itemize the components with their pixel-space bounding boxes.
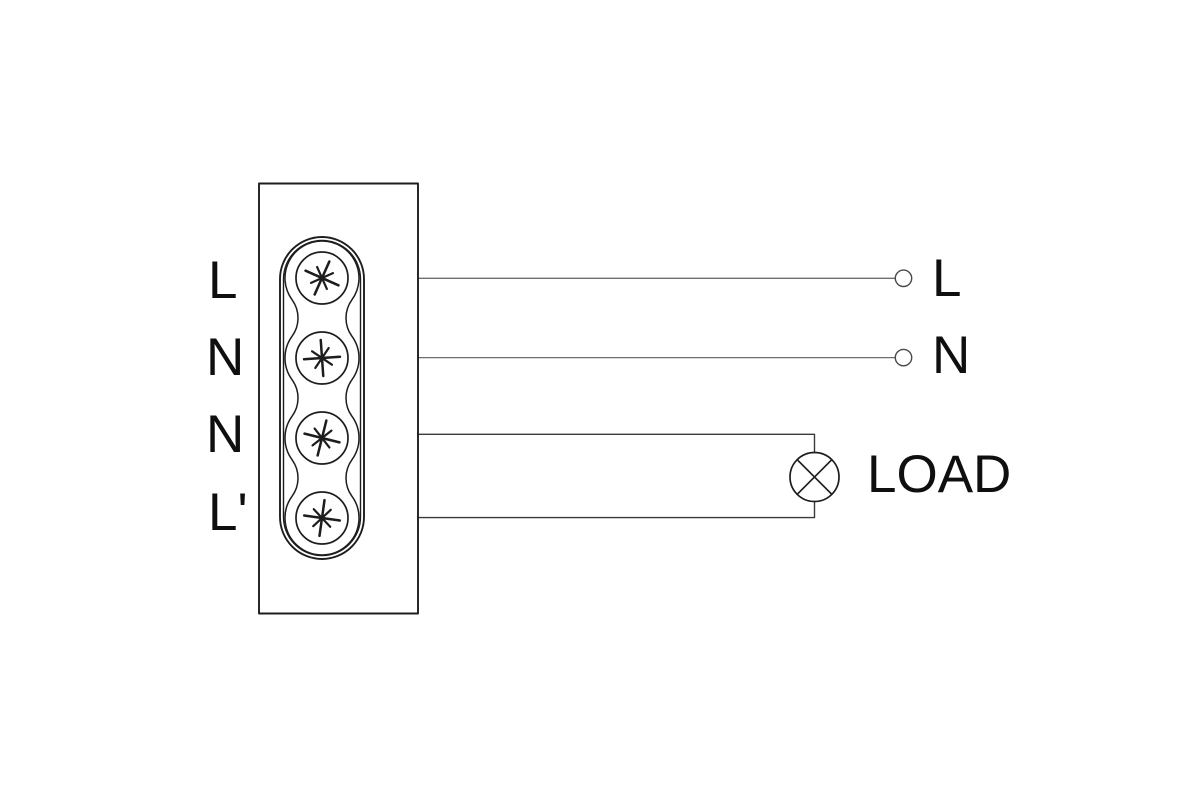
terminal-label-n-supply: N xyxy=(206,328,245,387)
terminal-node-line xyxy=(894,269,913,288)
supply-neutral-label: N xyxy=(932,326,971,385)
screw-terminal-icon xyxy=(295,331,349,385)
wire-load-bottom xyxy=(417,500,816,519)
terminal-block-body xyxy=(258,182,419,615)
wire-load-top xyxy=(417,433,816,454)
load-label: LOAD xyxy=(867,445,1012,504)
screw-terminal-icon xyxy=(295,411,349,465)
terminal-slot-scallop xyxy=(284,240,360,556)
terminal-node-neutral xyxy=(894,348,913,367)
terminal-label-n-load: N xyxy=(206,405,245,464)
supply-line-label: L xyxy=(932,249,962,308)
lamp-icon xyxy=(789,451,840,503)
terminal-label-l-switched: L' xyxy=(208,483,248,542)
screw-terminal-icon xyxy=(295,251,349,305)
terminal-slot-outer xyxy=(279,236,365,560)
screw-terminal-icon xyxy=(295,491,349,545)
terminal-label-l: L xyxy=(208,251,238,310)
